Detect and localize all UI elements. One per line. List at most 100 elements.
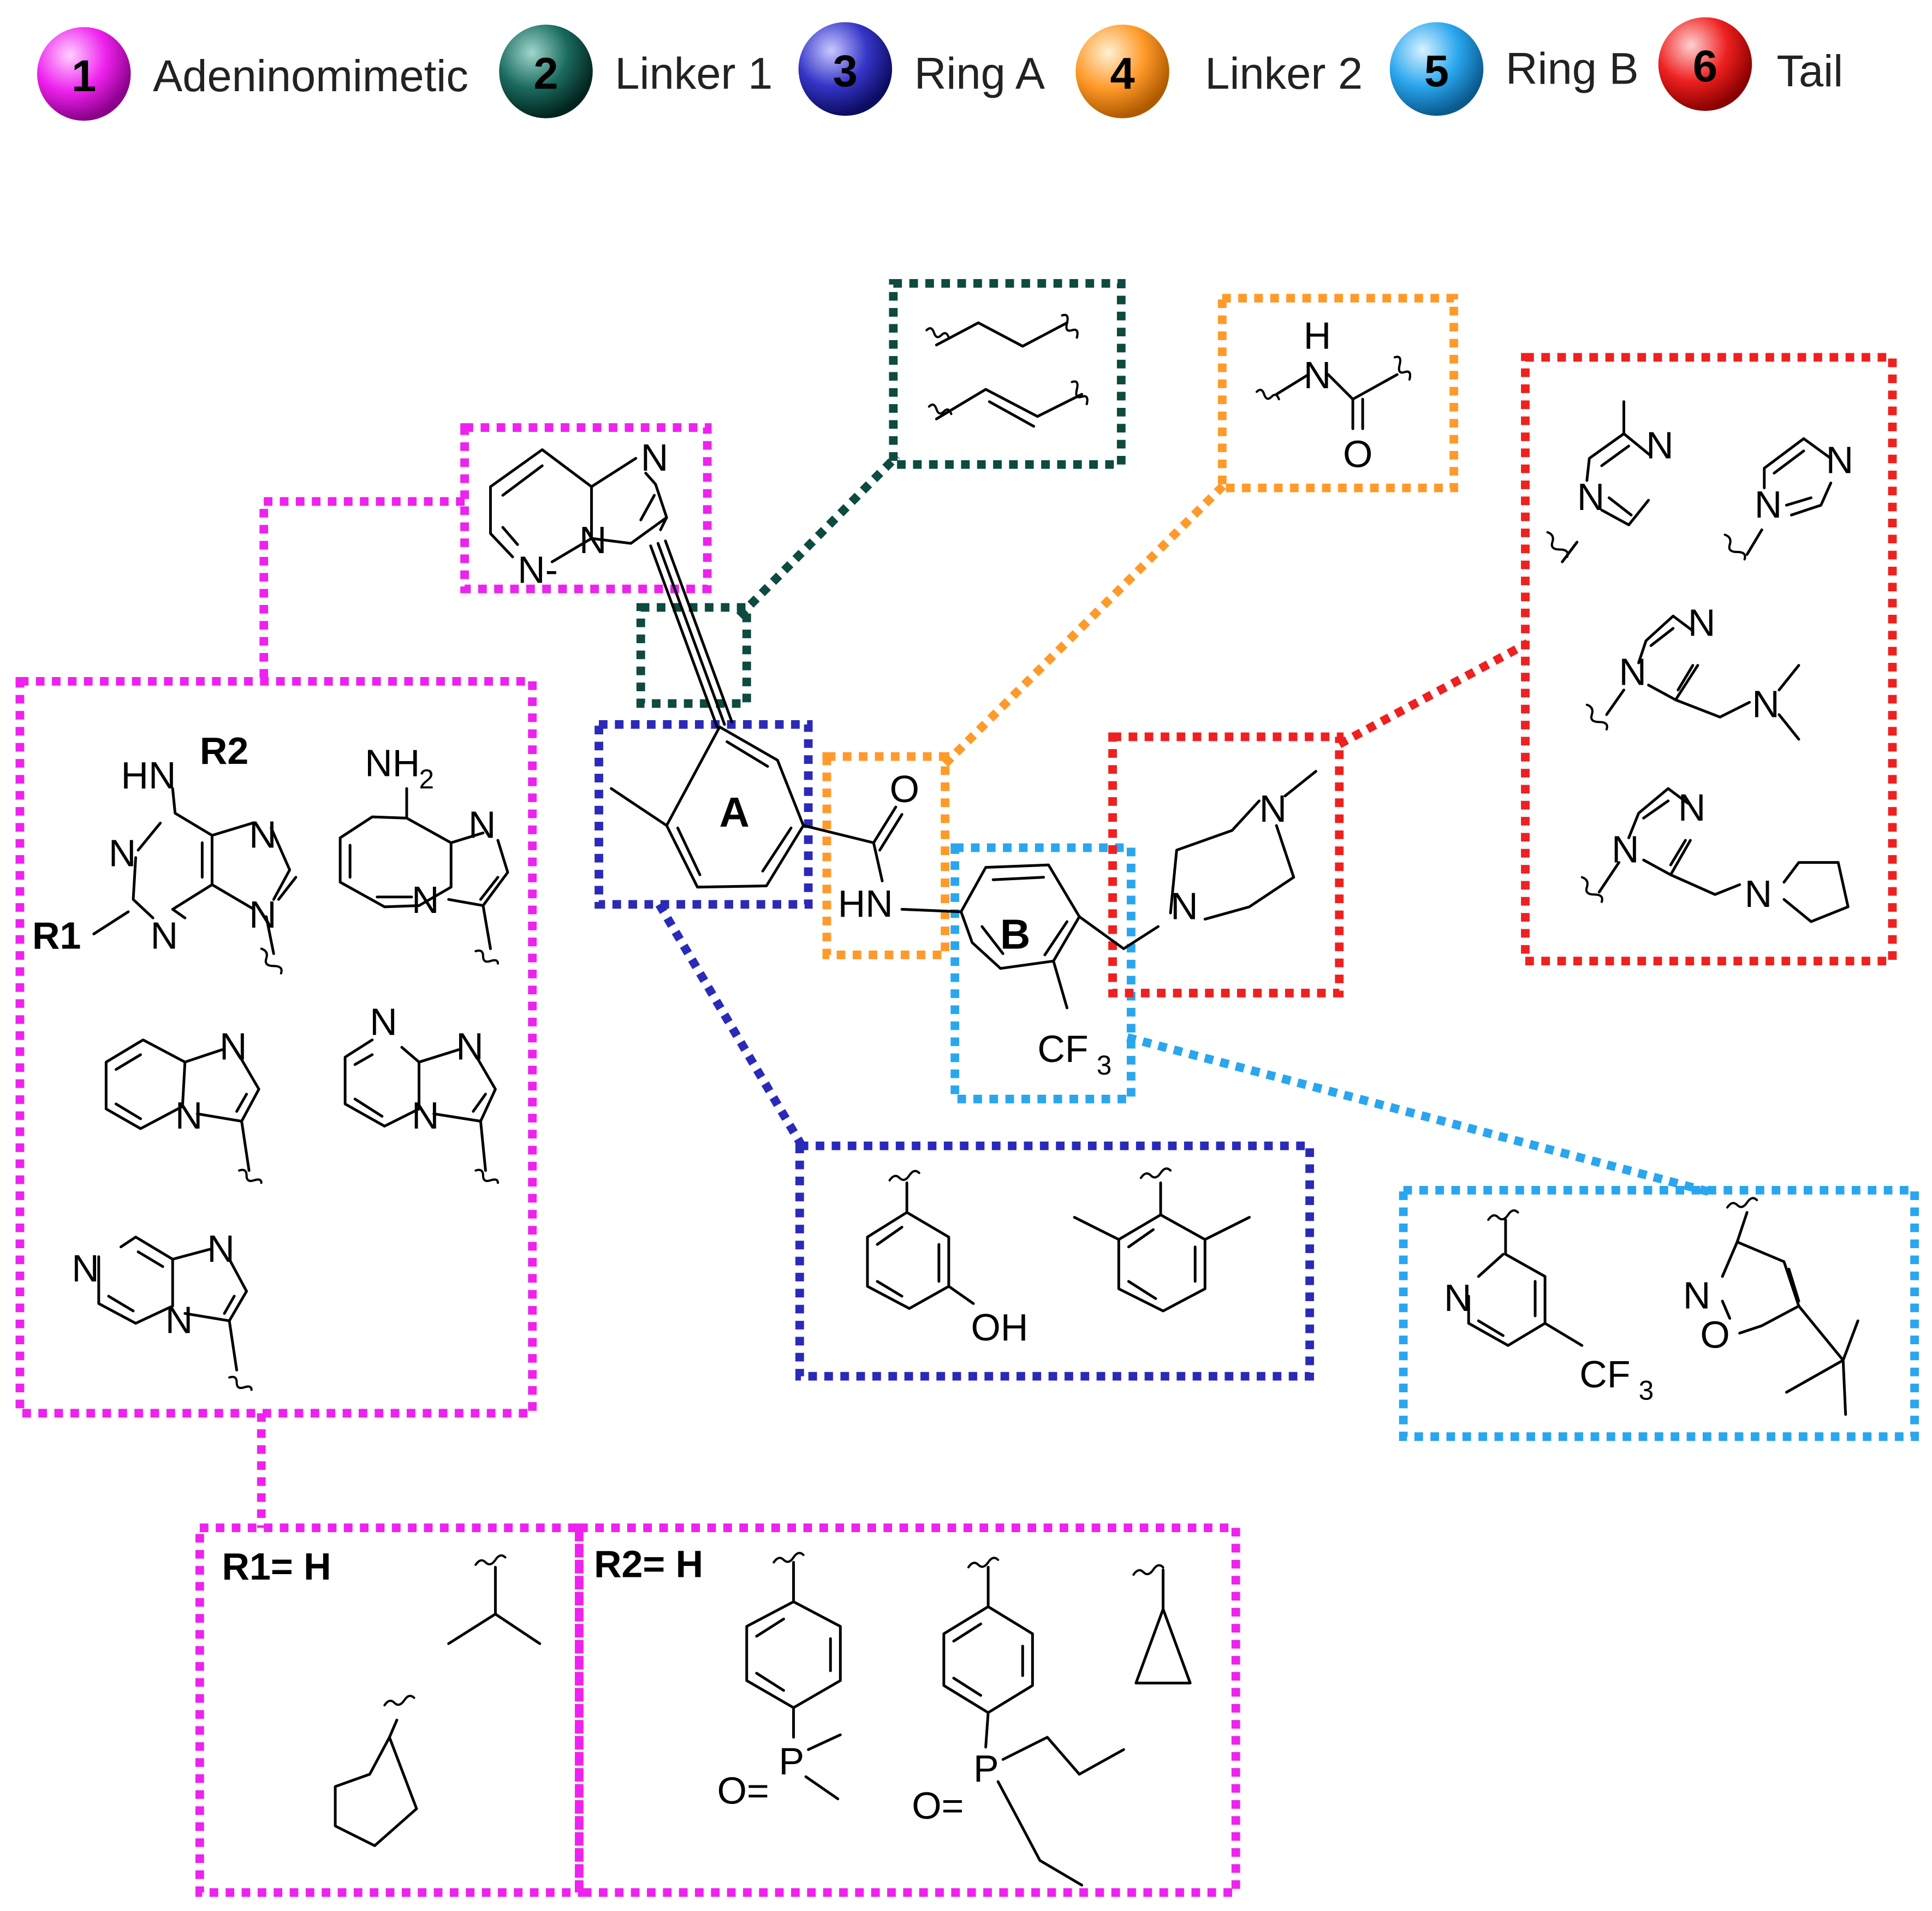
aminoimidazopyridine-atom-n-bridge: N — [412, 879, 439, 921]
phosphine-oxide-2-p: P — [973, 1747, 999, 1790]
linker2-option-bonds — [1275, 373, 1399, 430]
pyridine-cf3: CF 3 — [1579, 1353, 1654, 1406]
tail2-atom-n1: N — [1755, 483, 1782, 526]
purine-atom-n7: N — [249, 814, 277, 856]
legend-number-6: 6 — [1693, 41, 1717, 91]
imidazopyridazine-core-bonds — [489, 448, 668, 563]
box-tail-core — [1108, 732, 1344, 998]
imidazopyrazine-atom-n-top: N — [207, 1227, 235, 1270]
box-adeninomimetic-options — [15, 677, 537, 1418]
wavy-attachment-marks — [228, 313, 1758, 1707]
r2-equals-h: R2= H — [594, 1542, 703, 1585]
ring-a-label: A — [720, 790, 750, 836]
connector-linker1 — [736, 453, 900, 619]
imidazopyrimidine-atom-n-bridge: N — [412, 1094, 439, 1137]
cf3-option-sub: 3 — [1639, 1375, 1654, 1406]
tail4-atom-n1: N — [1612, 828, 1639, 871]
r1-option-bonds — [334, 1565, 542, 1847]
amino-sub: 2 — [419, 764, 435, 794]
tail1-atom-n3: N — [1646, 424, 1674, 466]
legend-item-ring-b: 5 Ring B — [1389, 22, 1639, 116]
ring-b-cf3: CF 3 — [1037, 1028, 1111, 1081]
isoxazole-atom-o: O — [1700, 1314, 1729, 1356]
purine-bonds — [92, 787, 298, 956]
phosphine-oxide-1-o: O= — [717, 1770, 769, 1812]
piperazine-atom-n-methyl: N — [1259, 787, 1287, 830]
legend-item-tail: 6 Tail — [1658, 17, 1843, 111]
piperazine-atom-n-benzyl: N — [1170, 885, 1198, 927]
box-r2-options — [575, 1523, 1240, 1897]
ring-a-bonds — [610, 725, 805, 889]
imidazopyridine-bonds — [104, 1038, 260, 1172]
tail3-atom-n3: N — [1688, 601, 1716, 644]
box-linker1-core — [636, 603, 751, 708]
legend-number-3: 3 — [833, 46, 858, 96]
purine-atom-n3: N — [151, 915, 179, 957]
pyridine-atom-n: N — [1444, 1277, 1472, 1319]
imidazopyrimidine-bonds — [343, 1038, 497, 1172]
legend-marker-3 — [798, 22, 893, 116]
connector-ring-a — [655, 902, 807, 1151]
r1-equals-h: R1= H — [222, 1545, 331, 1588]
box-tail-options — [1521, 353, 1897, 966]
tail2-atom-n3: N — [1826, 439, 1854, 482]
box-ring-a-options — [795, 1141, 1314, 1381]
legend-marker-4 — [1075, 25, 1169, 118]
box-adeninomimetic-core — [460, 423, 712, 594]
box-ring-a-core — [595, 720, 813, 909]
tail4-atom-n3: N — [1678, 786, 1706, 829]
imidazopyridine-atom-n-top: N — [219, 1025, 247, 1068]
r2-substituent-label: R2 — [200, 729, 248, 772]
imidazopyridine-atom-n-bridge: N — [175, 1094, 203, 1137]
ring-b-label: B — [1000, 912, 1030, 958]
imidazopyrazine-atom-n-bridge: N — [165, 1299, 193, 1342]
imidazopyrimidine-atom-n-top: N — [456, 1025, 484, 1068]
imidazopyrimidine-atom-n-pyrimidine: N — [370, 1001, 397, 1043]
amide-bonds — [802, 805, 962, 913]
connector-adeninomimetic — [259, 497, 465, 681]
amino-group: NH 2 — [365, 742, 434, 795]
connector-ring-b — [1126, 1033, 1714, 1197]
linker2-atom-h: H — [1304, 314, 1331, 357]
legend-number-1: 1 — [72, 51, 96, 101]
amino-imidazopyridine-bonds — [338, 787, 509, 951]
alkyne-linker-bonds — [649, 539, 734, 728]
ring-b-bonds — [959, 863, 1160, 1010]
tail3-atom-n1: N — [1619, 651, 1647, 693]
legend-number-5: 5 — [1424, 46, 1449, 96]
legend-marker-2 — [499, 25, 593, 118]
purine-atom-hn: HN — [121, 754, 176, 797]
phosphine-oxide-2-o: O= — [912, 1784, 964, 1827]
amide-atom-o: O — [890, 768, 919, 810]
cf3-main-sub: 3 — [1097, 1050, 1112, 1081]
r1-substituent-label: R1 — [32, 915, 81, 957]
amide-atom-hn: HN — [838, 882, 893, 925]
purine-atom-n1: N — [109, 832, 136, 874]
cf3-option-cf: CF — [1579, 1353, 1630, 1396]
phosphine-oxide-1-p: P — [778, 1740, 804, 1783]
legend-label-1: Adeninomimetic — [153, 51, 468, 101]
phenol-atom-oh: OH — [971, 1306, 1029, 1349]
core-atom-n-top: N — [641, 436, 669, 479]
piperazine-bonds — [1169, 770, 1317, 921]
aminoimidazopyridine-atom-n-top: N — [468, 803, 496, 846]
tail3-atom-n-dimethyl: N — [1752, 682, 1780, 725]
core-atom-n-pyridazine: N- — [518, 548, 558, 591]
cf3-main-cf: CF — [1037, 1028, 1088, 1070]
ring-a-option-bonds — [866, 1181, 1251, 1313]
r2-option-bonds — [745, 1560, 1192, 1887]
box-linker2-options — [1217, 294, 1459, 492]
linker2-atom-o: O — [1343, 432, 1372, 475]
legend-label-3: Ring A — [914, 49, 1045, 98]
legend-marker-5 — [1389, 22, 1484, 116]
purine-atom-n9: N — [249, 893, 277, 936]
legend-label-2: Linker 1 — [615, 49, 772, 98]
legend-number-2: 2 — [533, 49, 558, 98]
box-ring-b-core — [950, 843, 1136, 1103]
box-ring-b-options — [1399, 1185, 1919, 1441]
tail1-atom-n1: N — [1577, 476, 1605, 518]
isoxazole-atom-n: N — [1683, 1274, 1711, 1317]
connector-tail — [1337, 639, 1530, 748]
amino-nh: NH — [365, 742, 420, 785]
